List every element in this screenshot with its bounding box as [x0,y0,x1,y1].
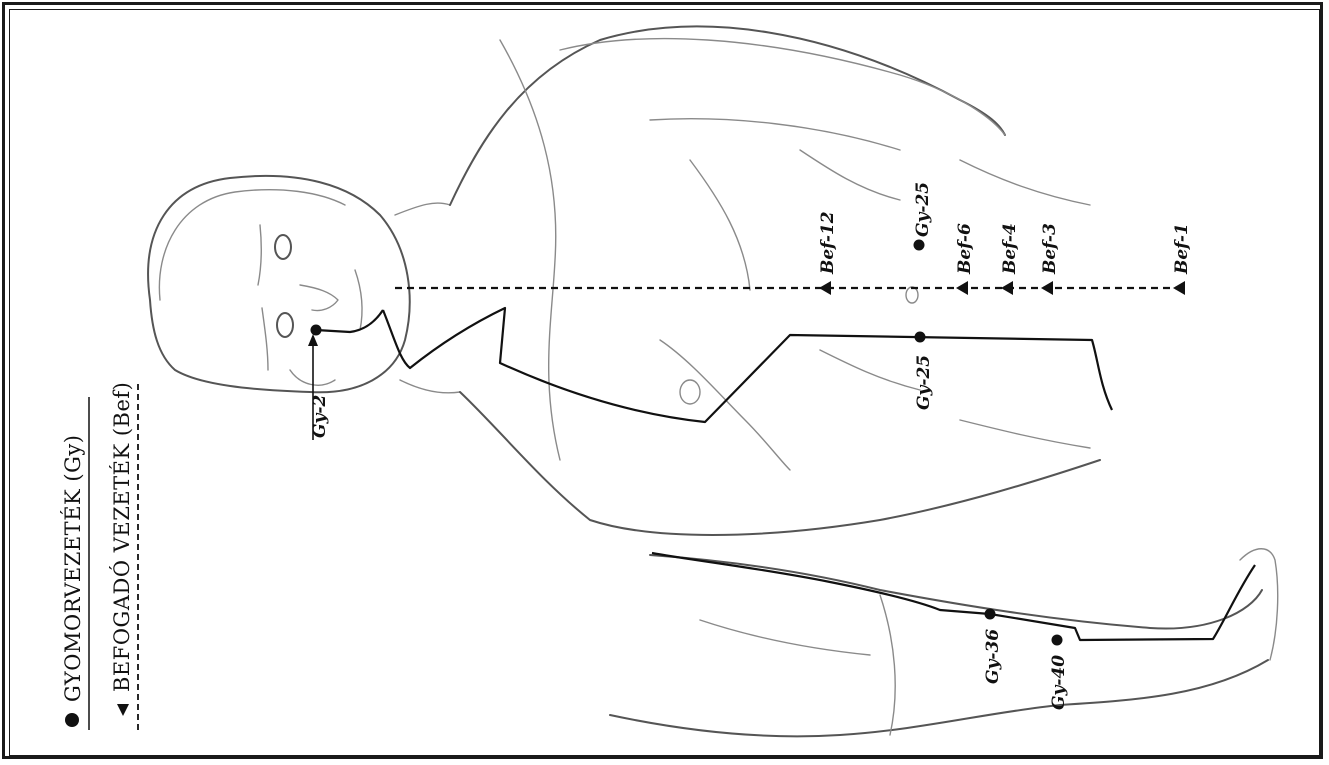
bef4-marker [1001,281,1013,295]
gy2-label: Gy-2 [310,395,330,438]
gy40-point [1052,635,1063,646]
bef12-label: Bef-12 [818,211,838,275]
gy36-point [985,609,996,620]
gy2-arrowhead [308,334,318,346]
bef6-label: Bef-6 [955,223,975,275]
nipple [680,380,700,404]
shoulder-line [500,40,560,460]
bef12-marker [819,281,831,295]
legend-stomach-label: GYOMORVEZETÉK (Gy) [61,435,85,702]
abdomen [960,160,1090,448]
nose [300,285,338,311]
eye-left [275,235,291,259]
leg-outline [610,555,1268,736]
stomach-meridian-leg [652,553,1255,640]
mouth [355,270,362,330]
knee [880,595,895,735]
navel [906,287,918,303]
thigh-line [700,620,870,655]
stomach-meridian-head [316,310,383,332]
gy36-label: Gy-36 [983,629,1003,684]
chest-right [660,340,790,470]
eye-right [277,313,293,337]
foot [1240,549,1278,660]
legend-stomach-dot [65,713,79,727]
gy25-front-label: Gy-25 [913,182,933,237]
bef4-label: Bef-4 [1000,223,1020,275]
neck-outline [395,203,460,393]
chest-left [690,160,750,290]
head-outline [148,176,410,392]
hair-outline [159,190,345,300]
bef1-label: Bef-1 [1172,223,1192,275]
legend: GYOMORVEZETÉK (Gy) BEFOGADÓ VEZETÉK (Bef… [61,380,138,730]
gy2-point [311,325,322,336]
arm-outline [560,39,1005,150]
bef3-marker [1041,281,1053,295]
gy25-body-point [915,332,926,343]
legend-conception-triangle [117,704,129,716]
legend-conception-label: BEFOGADÓ VEZETÉK (Bef) [109,382,134,692]
body-sketch [148,27,1278,737]
bef3-label: Bef-3 [1040,223,1060,275]
bef6-marker [956,281,968,295]
torso-outline [450,27,1100,536]
gy25-body-label: Gy-25 [914,355,934,410]
stomach-meridian-trunk [383,308,1112,422]
brow-right [262,308,268,370]
gy40-label: Gy-40 [1049,655,1069,710]
gy25-front-point [914,240,925,251]
bef1-marker [1173,281,1185,295]
brow-left [258,225,261,285]
